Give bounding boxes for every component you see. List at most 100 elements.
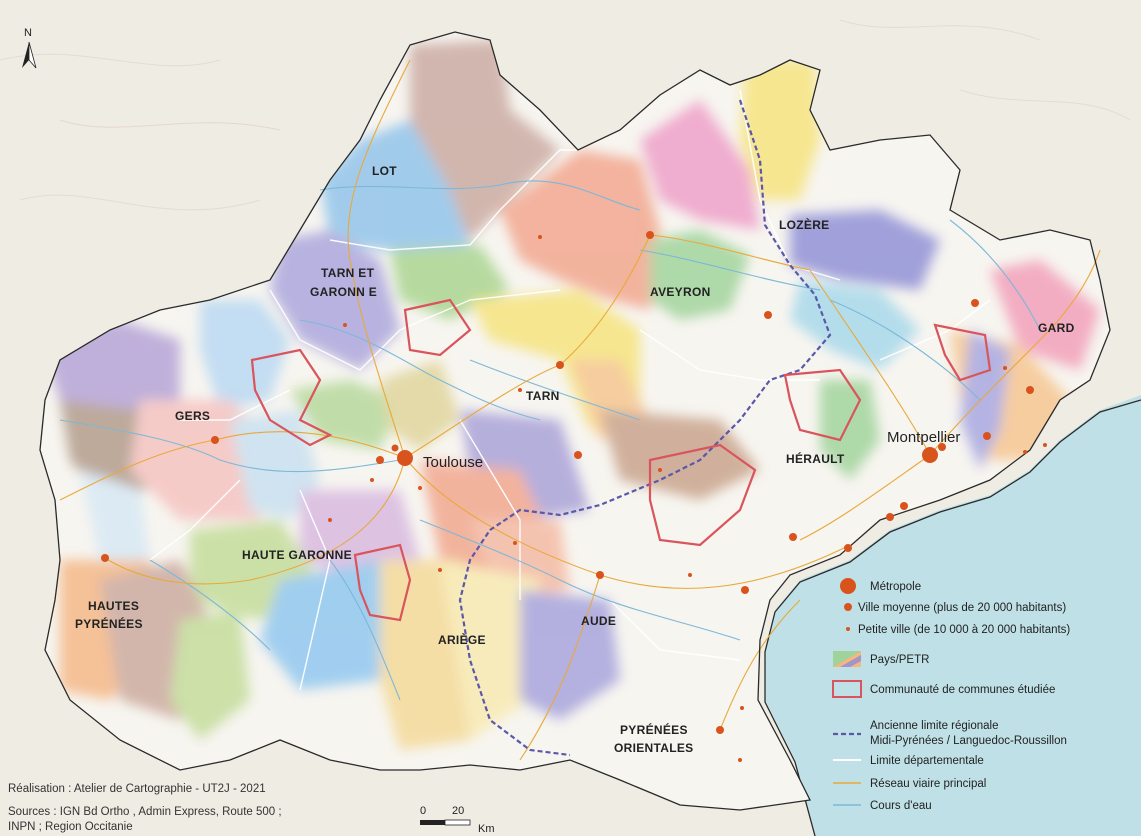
legend-limite-dep: Limite départementale: [870, 755, 984, 767]
small-town-dot: [343, 323, 347, 327]
city-dot: [211, 436, 219, 444]
legend-ancienne-1: Ancienne limite régionale: [870, 720, 999, 732]
dept-label-ariege: ARIÈGE: [438, 632, 486, 647]
scale-bar: 0 20 Km: [420, 805, 495, 835]
legend-reseau: Réseau viaire principal: [870, 778, 986, 790]
city-label-montpellier: Montpellier: [887, 429, 960, 446]
small-town-dot: [418, 486, 422, 490]
north-arrow: N: [22, 27, 37, 69]
dept-label-aveyron: AVEYRON: [650, 285, 711, 299]
small-town-dot: [513, 541, 517, 545]
city-dot: [376, 456, 384, 464]
north-arrow-icon-half: [28, 41, 37, 69]
credits-line-2: Sources : IGN Bd Ortho , Admin Express, …: [8, 806, 282, 818]
small-town-dot: [1023, 450, 1027, 454]
city-dot: [1026, 386, 1034, 394]
legend-pays: Pays/PETR: [870, 654, 929, 666]
credits-line-1: Réalisation : Atelier de Cartographie - …: [8, 783, 266, 795]
small-town-dot: [328, 518, 332, 522]
dept-label-tarn-garonne-1: TARN ET: [321, 266, 375, 280]
cities: [101, 231, 1047, 762]
small-town-dot: [518, 388, 522, 392]
legend-communaute-swatch: [832, 680, 862, 698]
legend-ville-moyenne-symbol: [844, 603, 852, 611]
cc-outline-1: [250, 348, 333, 447]
city-dot: [596, 571, 604, 579]
dept-label-pyrenees-orientales-2: ORIENTALES: [614, 741, 693, 755]
city-dot: [101, 554, 109, 562]
cc-outline-4: [648, 443, 757, 547]
scale-twenty: 20: [452, 805, 464, 817]
legend-metropole-symbol: [840, 578, 856, 594]
city-dot: [886, 513, 894, 521]
dept-label-tarn: TARN: [526, 389, 560, 403]
dept-label-hautes-pyrenees-1: HAUTES: [88, 599, 139, 613]
city-dot: [983, 432, 991, 440]
studied-communities: [250, 298, 992, 622]
city-dot: [646, 231, 654, 239]
old-regional-boundary: [458, 99, 832, 757]
north-arrow-icon: [22, 42, 29, 68]
scale-segment-2: [444, 819, 471, 826]
city-label-toulouse: Toulouse: [423, 454, 483, 471]
dept-label-gers: GERS: [175, 409, 210, 423]
dept-label-gard: GARD: [1038, 321, 1075, 335]
dept-label-aude: AUDE: [581, 614, 616, 628]
pays-petr-zones: [40, 40, 1100, 750]
small-town-dot: [438, 568, 442, 572]
small-town-dot: [658, 468, 662, 472]
cc-outline-6: [933, 323, 992, 382]
scale-zero: 0: [420, 805, 426, 817]
north-label: N: [24, 27, 32, 39]
city-montpellier-dot: [922, 447, 938, 463]
city-toulouse-dot: [397, 450, 413, 466]
city-dot: [938, 443, 946, 451]
legend-pays-swatch: [833, 651, 861, 667]
city-dot: [574, 451, 582, 459]
dept-label-lot: LOT: [372, 164, 397, 178]
cc-outline-5: [783, 368, 862, 442]
dept-label-haute-garonne: HAUTE GARONNE: [242, 548, 352, 562]
small-town-dot: [688, 573, 692, 577]
dept-label-herault: HÉRAULT: [786, 451, 845, 466]
city-dot: [971, 299, 979, 307]
city-dot: [844, 544, 852, 552]
legend-cours: Cours d'eau: [870, 800, 932, 812]
small-town-dot: [370, 478, 374, 482]
dept-label-tarn-garonne-2: GARONN E: [310, 285, 377, 299]
rivers: [59, 180, 1041, 701]
region-outline: [39, 31, 1111, 811]
city-dot: [900, 502, 908, 510]
dept-label-hautes-pyrenees-2: PYRÉNÉES: [75, 616, 143, 631]
legend-ville-moyenne: Ville moyenne (plus de 20 000 habitants): [858, 602, 1066, 614]
small-town-dot: [1043, 443, 1047, 447]
city-dot: [716, 726, 724, 734]
legend-ancienne-2: Midi-Pyrénées / Languedoc-Roussillon: [870, 735, 1067, 747]
legend-metropole: Métropole: [870, 581, 921, 593]
city-dot: [741, 586, 749, 594]
city-dot: [556, 361, 564, 369]
city-dot: [764, 311, 772, 319]
cc-outline-2: [403, 298, 472, 357]
legend-petite-ville-symbol: [846, 627, 850, 631]
small-town-dot: [738, 758, 742, 762]
legend-communaute: Communauté de communes étudiée: [870, 684, 1055, 696]
credits-line-3: INPN ; Region Occitanie: [8, 821, 133, 833]
scale-segment-1: [420, 820, 445, 825]
city-dot: [391, 444, 399, 452]
small-town-dot: [740, 706, 744, 710]
cc-outline-3: [353, 543, 412, 622]
legend: Métropole Ville moyenne (plus de 20 000 …: [832, 578, 1070, 812]
legend-petite-ville: Petite ville (de 10 000 à 20 000 habitan…: [858, 624, 1070, 636]
coastline: [764, 399, 1141, 836]
department-boundaries: [149, 89, 991, 691]
mediterranean-sea: [765, 395, 1141, 836]
small-town-dot: [1003, 366, 1007, 370]
dept-label-lozere: LOZÈRE: [779, 217, 829, 232]
small-town-dot: [538, 235, 542, 239]
scale-unit: Km: [478, 823, 495, 835]
city-dot: [789, 533, 797, 541]
dept-label-pyrenees-orientales-1: PYRÉNÉES: [620, 722, 688, 737]
